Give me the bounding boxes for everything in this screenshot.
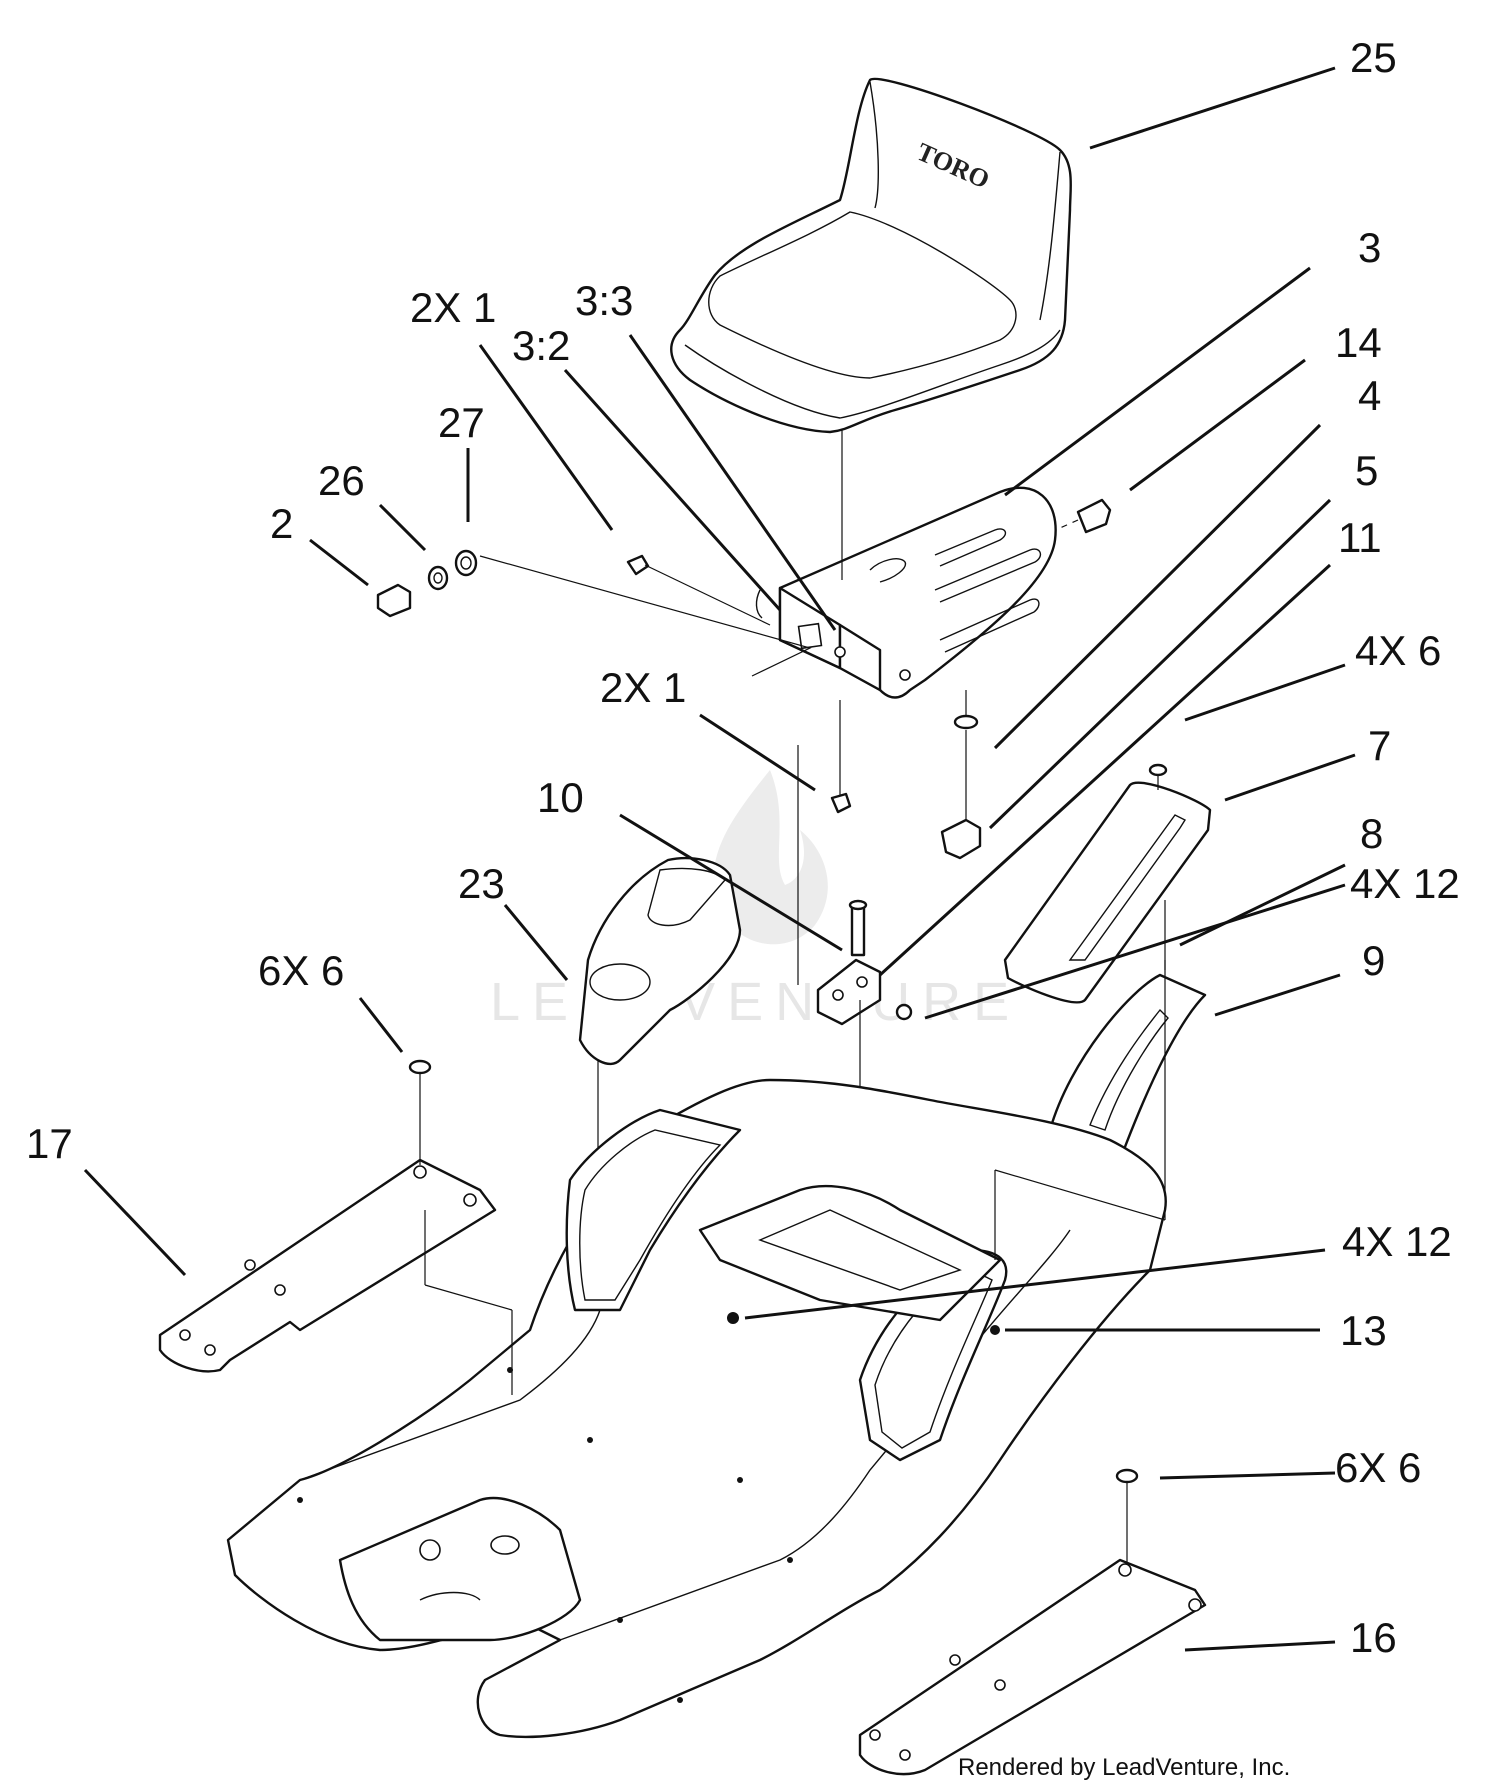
- watermark-text: LEADVENTURE: [490, 972, 1021, 1032]
- leader-25: [1089, 66, 1336, 150]
- footplate-part-16: [858, 1468, 1207, 1776]
- nut-part-12: [895, 1003, 913, 1021]
- callout-2x1b: 2X 1: [600, 664, 686, 711]
- callout-3: 3: [1358, 224, 1381, 271]
- leader-2: [309, 538, 369, 587]
- callout-13: 13: [1340, 1307, 1387, 1354]
- bracket-part-11: [816, 958, 882, 1026]
- callout-2: 2: [270, 500, 293, 547]
- leader-9: [1214, 973, 1341, 1017]
- leader-8: [1179, 863, 1346, 947]
- callout-4x6: 4X 6: [1355, 627, 1441, 674]
- leader-4x12a: [924, 883, 1346, 1020]
- callout-11: 11: [1338, 514, 1382, 561]
- knob-part-5: [940, 730, 982, 860]
- leader-32: [563, 368, 782, 612]
- callout-32: 3:2: [512, 322, 570, 369]
- leader-26: [378, 503, 427, 552]
- callout-17: 17: [26, 1120, 73, 1167]
- bolt-part-1-upper: [626, 554, 771, 626]
- leader-16: [1184, 1640, 1336, 1652]
- plate-part-7: [1003, 763, 1212, 1004]
- callout-4: 4: [1358, 372, 1381, 419]
- callout-26: 26: [318, 457, 365, 504]
- leader-2x1b: [699, 713, 816, 792]
- seat-pan-part: [755, 486, 1057, 699]
- seat-part: TORO: [670, 77, 1072, 434]
- callout-27: 27: [438, 399, 485, 446]
- render-credit: Rendered by LeadVenture, Inc.: [958, 1754, 1290, 1781]
- leader-17: [83, 1168, 187, 1277]
- callout-6x6a: 6X 6: [258, 947, 344, 994]
- leader-10: [619, 813, 843, 952]
- callout-6x6b: 6X 6: [1335, 1444, 1421, 1491]
- callout-8: 8: [1360, 810, 1383, 857]
- bolt-part-10: [848, 899, 868, 957]
- leader-3: [1004, 266, 1311, 497]
- callout-9: 9: [1362, 937, 1385, 984]
- leader-4x6: [1184, 663, 1346, 722]
- watermark: LEADVENTURE: [490, 770, 1021, 1032]
- knob-part-14: [1059, 498, 1112, 534]
- callout-16: 16: [1350, 1614, 1397, 1661]
- washer-part-26: [427, 565, 449, 591]
- leader-2x1a: [478, 344, 614, 531]
- leader-6x6a: [358, 997, 404, 1053]
- plate-part-9: [1048, 960, 1207, 1220]
- leader-lines: [83, 66, 1356, 1652]
- callout-labels: 25 3 14 4 5 11 4X 6 7 8 4X 12 9 2X 1 3:3…: [26, 34, 1460, 1661]
- callout-4x12a: 4X 12: [1350, 860, 1460, 907]
- callout-10: 10: [537, 774, 584, 821]
- fender-body-part: [226, 1078, 1167, 1739]
- leader-7: [1224, 753, 1356, 802]
- callout-2x1a: 2X 1: [410, 284, 496, 331]
- callout-4x12b: 4X 12: [1342, 1218, 1452, 1265]
- callout-25: 25: [1350, 34, 1397, 81]
- callout-5: 5: [1355, 447, 1378, 494]
- leader-6x6b: [1159, 1471, 1336, 1480]
- callout-7: 7: [1368, 722, 1391, 769]
- latch-part-2: [376, 583, 412, 618]
- leader-23: [503, 904, 569, 981]
- washer-part-4: [953, 690, 979, 730]
- footplate-part-17: [158, 1059, 497, 1373]
- leader-33: [628, 334, 837, 631]
- leader-4x12b: [744, 1248, 1326, 1320]
- callout-14: 14: [1335, 319, 1382, 366]
- watermark-flame-icon: [713, 770, 828, 945]
- washer-part-27: [454, 549, 478, 577]
- nut-part-1-lower: [830, 700, 852, 814]
- leader-4: [993, 423, 1322, 750]
- callout-33: 3:3: [575, 277, 633, 324]
- callout-23: 23: [458, 860, 505, 907]
- leader-11: [878, 563, 1332, 977]
- leader-5: [988, 498, 1332, 830]
- assembly-line-27: [479, 555, 812, 677]
- leader-14: [1129, 358, 1306, 492]
